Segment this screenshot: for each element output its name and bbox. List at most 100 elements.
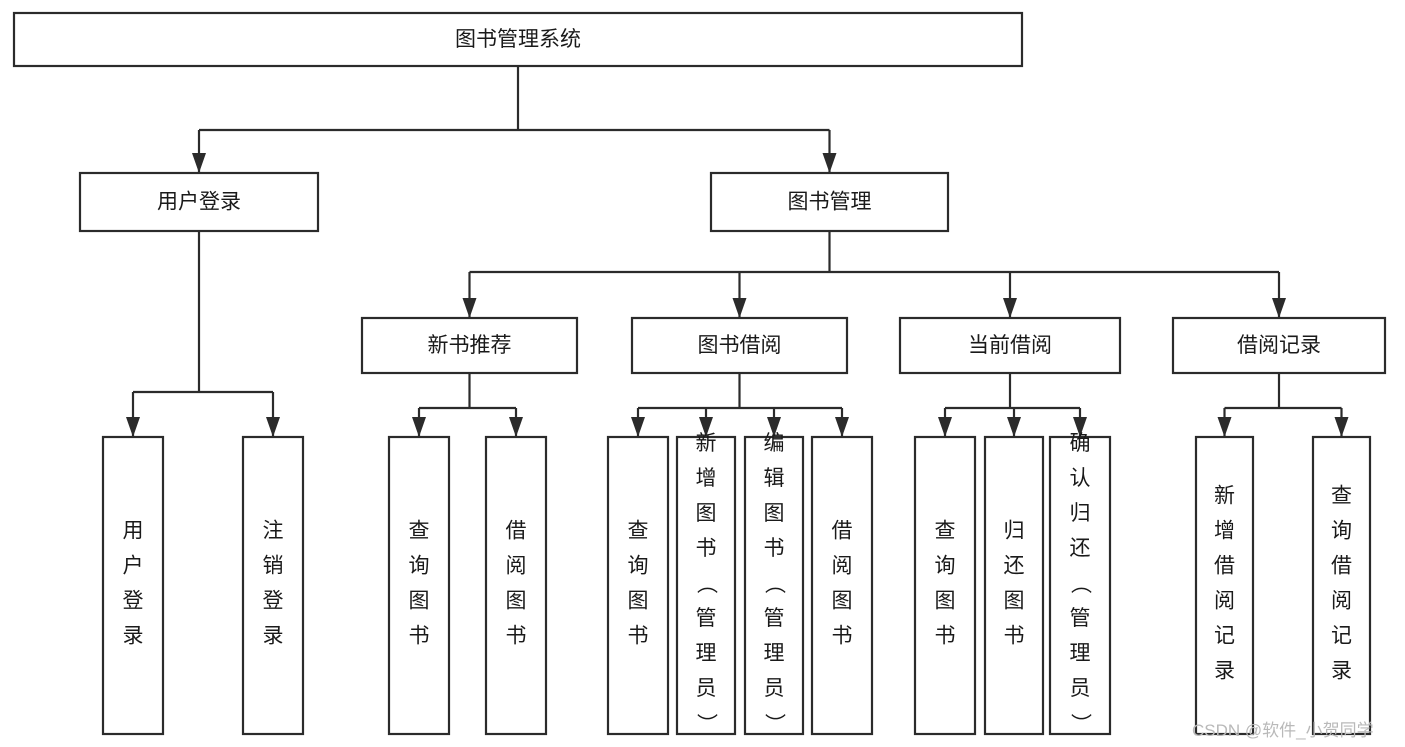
arrow-head-icon (1272, 298, 1286, 318)
svg-text:图: 图 (1004, 590, 1025, 613)
node-book-borrow[interactable]: 图书借阅 (630, 316, 849, 375)
svg-text:）: ） (763, 713, 786, 734)
node-box-leaf-return-book (983, 435, 1045, 736)
svg-text:询: 询 (628, 555, 649, 578)
svg-text:书: 书 (832, 625, 853, 648)
svg-text:查: 查 (409, 520, 430, 543)
arrow-head-icon (509, 417, 523, 437)
node-leaf-user-login[interactable]: 用户登录 (101, 435, 165, 736)
node-box-leaf-query-book-3 (913, 435, 977, 736)
arrow-head-icon (767, 417, 781, 437)
arrow-head-icon (266, 417, 280, 437)
svg-text:查: 查 (628, 520, 649, 543)
svg-text:认: 认 (1070, 467, 1091, 490)
node-new-book-rec[interactable]: 新书推荐 (360, 316, 579, 375)
svg-text:还: 还 (1004, 555, 1025, 578)
arrow-head-icon (732, 298, 747, 318)
node-box-leaf-user-login (101, 435, 165, 736)
arrow-head-icon (1003, 298, 1017, 318)
svg-text:查: 查 (935, 520, 956, 543)
svg-text:员: 员 (1070, 677, 1091, 700)
svg-text:图: 图 (409, 590, 430, 613)
node-book-manage[interactable]: 图书管理 (709, 171, 950, 233)
node-box-leaf-borrow-book-1 (484, 435, 548, 736)
svg-text:记: 记 (1331, 625, 1352, 648)
svg-text:编: 编 (764, 432, 785, 455)
svg-text:辑: 辑 (764, 467, 785, 490)
svg-text:书: 书 (409, 625, 430, 648)
svg-text:录: 录 (1214, 660, 1235, 683)
svg-text:图: 图 (506, 590, 527, 613)
svg-text:管: 管 (1070, 607, 1091, 630)
arrow-head-icon (462, 298, 477, 318)
svg-text:书: 书 (764, 537, 785, 560)
svg-text:归: 归 (1070, 502, 1091, 525)
node-label-book-manage: 图书管理 (788, 191, 872, 214)
arrow-head-icon (938, 417, 952, 437)
node-root[interactable]: 图书管理系统 (12, 11, 1024, 68)
node-box-book-manage (709, 171, 950, 233)
svg-text:询: 询 (935, 555, 956, 578)
svg-text:录: 录 (1331, 660, 1352, 683)
node-current-borrow[interactable]: 当前借阅 (898, 316, 1122, 375)
arrow-head-icon (1217, 417, 1232, 437)
svg-text:图: 图 (832, 590, 853, 613)
svg-text:书: 书 (628, 625, 649, 648)
svg-text:（: （ (695, 573, 718, 594)
node-box-leaf-add-book (675, 435, 737, 736)
node-label-new-book-rec: 新书推荐 (428, 334, 512, 357)
arrow-head-icon (1334, 417, 1349, 437)
node-label-current-borrow: 当前借阅 (968, 334, 1052, 357)
svg-text:员: 员 (764, 677, 785, 700)
svg-text:借: 借 (1214, 555, 1235, 578)
node-box-leaf-query-record (1311, 435, 1372, 736)
arrow-head-icon (699, 417, 713, 437)
svg-text:户: 户 (123, 555, 144, 578)
svg-text:查: 查 (1331, 485, 1352, 508)
node-box-user-login (78, 171, 320, 233)
svg-text:确: 确 (1070, 432, 1091, 455)
node-box-leaf-query-book-1 (387, 435, 451, 736)
node-box-leaf-confirm-return (1048, 435, 1112, 736)
svg-text:书: 书 (696, 537, 717, 560)
svg-text:注: 注 (263, 520, 284, 543)
svg-text:图: 图 (764, 502, 785, 525)
csdn-watermark: CSDN @软件_小贺同学 (1192, 721, 1374, 740)
node-borrow-record[interactable]: 借阅记录 (1171, 316, 1387, 375)
svg-text:归: 归 (1004, 520, 1025, 543)
svg-text:管: 管 (764, 607, 785, 630)
node-user-login[interactable]: 用户登录 (78, 171, 320, 233)
svg-text:录: 录 (263, 625, 284, 648)
svg-text:登: 登 (263, 590, 284, 613)
node-label-borrow-record: 借阅记录 (1237, 334, 1321, 357)
node-label-user-login: 用户登录 (157, 191, 241, 214)
svg-text:借: 借 (832, 520, 853, 543)
nodes-layer: 图书管理系统用户登录图书管理新书推荐图书借阅当前借阅借阅记录用户登录注销登录查询… (12, 11, 1387, 736)
arrow-head-icon (412, 417, 426, 437)
svg-text:书: 书 (935, 625, 956, 648)
svg-text:员: 员 (696, 677, 717, 700)
node-box-leaf-edit-book (743, 435, 805, 736)
svg-text:书: 书 (1004, 625, 1025, 648)
svg-text:阅: 阅 (832, 555, 853, 578)
svg-text:销: 销 (263, 555, 284, 578)
arrow-head-icon (835, 417, 849, 437)
